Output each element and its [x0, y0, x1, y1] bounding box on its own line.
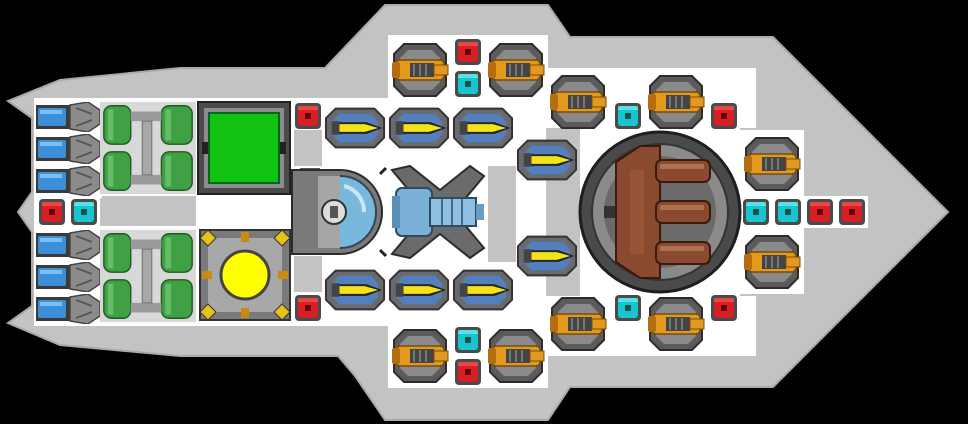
- tech-block-icon[interactable]: [711, 103, 737, 129]
- thruster-icon[interactable]: [36, 230, 100, 260]
- cannon-icon[interactable]: [487, 329, 545, 383]
- thruster-icon[interactable]: [36, 294, 100, 324]
- railgun-icon[interactable]: [390, 164, 486, 260]
- thruster-icon[interactable]: [36, 134, 100, 164]
- tech-block-icon[interactable]: [615, 103, 641, 129]
- laser-icon[interactable]: [388, 269, 450, 311]
- tech-block-icon[interactable]: [807, 199, 833, 225]
- tech-block-icon[interactable]: [71, 199, 97, 225]
- thruster-bank-top: [36, 102, 100, 196]
- fuel-tank-icon[interactable]: [100, 229, 196, 323]
- cannon-icon[interactable]: [647, 75, 705, 129]
- cannon-icon[interactable]: [391, 329, 449, 383]
- cannon-icon[interactable]: [487, 43, 545, 97]
- laser-icon[interactable]: [324, 107, 386, 149]
- computer-screen-icon[interactable]: [197, 101, 291, 195]
- thruster-icon[interactable]: [36, 102, 100, 132]
- tech-block-icon[interactable]: [455, 359, 481, 385]
- tech-block-icon[interactable]: [455, 71, 481, 97]
- laser-icon[interactable]: [516, 235, 578, 277]
- laser-icon[interactable]: [516, 139, 578, 181]
- tech-block-icon[interactable]: [39, 199, 65, 225]
- tech-block-icon[interactable]: [455, 39, 481, 65]
- laser-icon[interactable]: [452, 107, 514, 149]
- fuel-tank-icon[interactable]: [100, 101, 196, 195]
- cannon-icon[interactable]: [391, 43, 449, 97]
- thruster-icon[interactable]: [36, 166, 100, 196]
- tech-block-icon[interactable]: [615, 295, 641, 321]
- tech-block-icon[interactable]: [743, 199, 769, 225]
- laser-icon[interactable]: [452, 269, 514, 311]
- tech-block-icon[interactable]: [295, 295, 321, 321]
- laser-icon[interactable]: [324, 269, 386, 311]
- thruster-icon[interactable]: [36, 262, 100, 292]
- hull-gaps: [102, 130, 516, 292]
- tech-block-icon[interactable]: [775, 199, 801, 225]
- cockpit-icon[interactable]: [291, 166, 388, 258]
- tech-block-icon[interactable]: [711, 295, 737, 321]
- cannon-icon[interactable]: [549, 297, 607, 351]
- cannon-icon[interactable]: [647, 297, 705, 351]
- laser-icon[interactable]: [388, 107, 450, 149]
- cannon-icon[interactable]: [743, 137, 801, 191]
- tech-block-icon[interactable]: [455, 327, 481, 353]
- thruster-bank-bottom: [36, 230, 100, 324]
- heavy-turret-icon[interactable]: [578, 130, 742, 294]
- tech-block-icon[interactable]: [295, 103, 321, 129]
- reactor-core-icon[interactable]: [199, 229, 291, 321]
- tech-block-icon[interactable]: [839, 199, 865, 225]
- cannon-icon[interactable]: [743, 235, 801, 289]
- cannon-icon[interactable]: [549, 75, 607, 129]
